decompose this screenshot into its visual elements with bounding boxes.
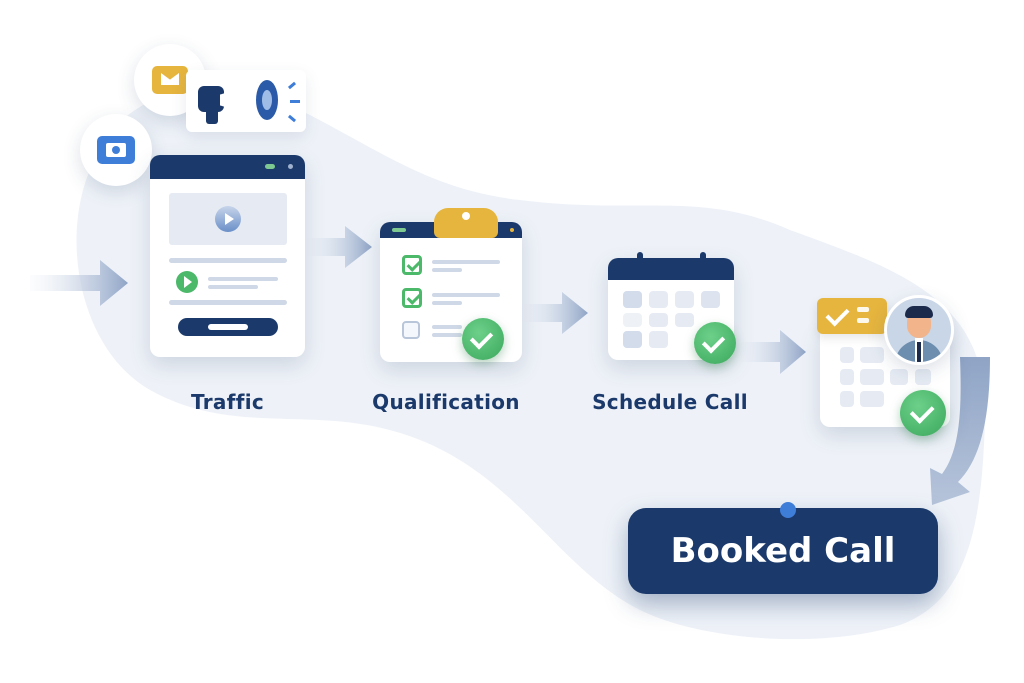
video-thumbnail	[169, 193, 287, 245]
booked-call-button: Booked Call	[628, 508, 938, 594]
check-icon	[694, 322, 736, 364]
megaphone-icon	[198, 80, 278, 124]
clipboard-clip-icon	[434, 208, 498, 238]
check-icon	[825, 302, 850, 327]
checkbox-checked	[402, 288, 422, 308]
incoming-arrow	[30, 260, 128, 306]
megaphone-panel	[186, 70, 306, 132]
check-icon	[462, 318, 504, 360]
step-label-traffic: Traffic	[190, 390, 265, 414]
video-channel	[80, 114, 152, 186]
email-icon	[152, 66, 188, 94]
video-icon	[97, 136, 135, 164]
step-label-schedule-call: Schedule Call	[592, 390, 748, 414]
green-play-icon	[176, 271, 198, 293]
step-label-qualification: Qualification	[372, 390, 520, 414]
confirmed-badge	[817, 298, 887, 334]
booked-call-label: Booked Call	[670, 531, 896, 571]
connector-dot	[780, 502, 796, 518]
avatar	[884, 295, 954, 365]
check-icon	[900, 390, 946, 436]
checkbox-partial	[402, 321, 420, 339]
play-icon	[215, 206, 241, 232]
checkbox-checked	[402, 255, 422, 275]
traffic-card	[150, 155, 305, 357]
calendar-ring	[700, 252, 706, 268]
calendar-ring	[637, 252, 643, 268]
cta-button	[178, 318, 278, 336]
